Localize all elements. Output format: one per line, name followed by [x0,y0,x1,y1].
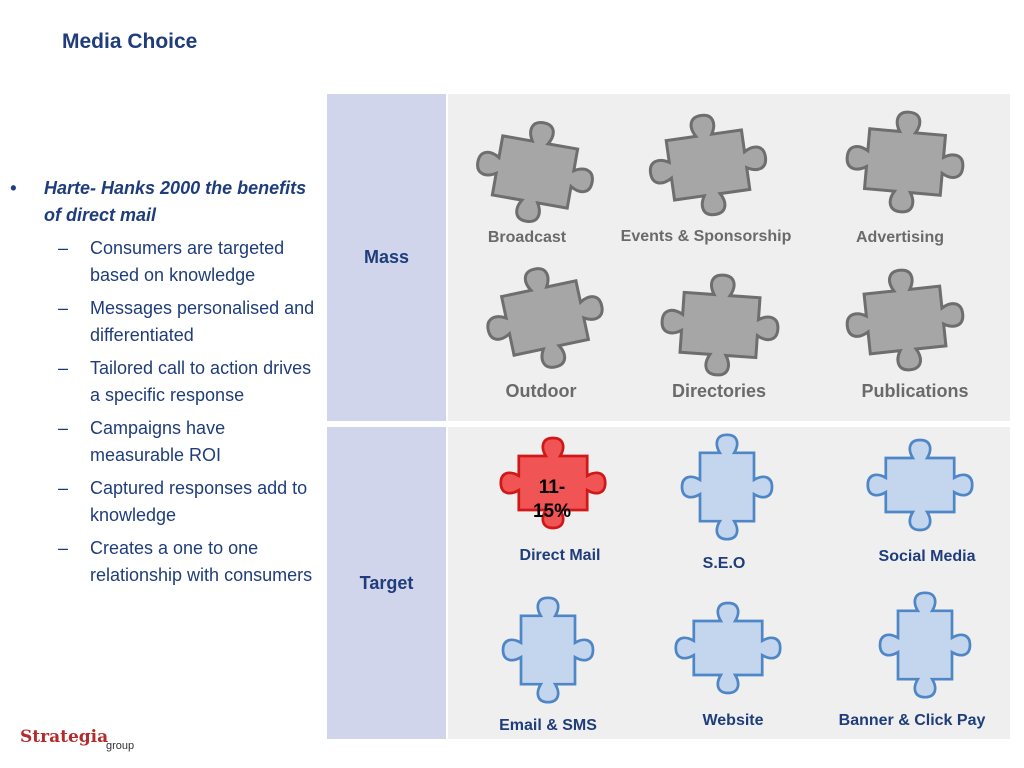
bullet-list: • Harte- Hanks 2000 the benefits of dire… [10,175,315,589]
puzzle-piece-icon [841,105,969,219]
target-item-label: Social Media [878,548,976,565]
mass-item-label: Broadcast [487,229,567,246]
mass-row-label: Mass [327,94,446,421]
strategia-logo: Strategia [20,727,109,747]
puzzle-piece-icon [680,433,774,541]
sub-bullet-text: Messages personalised and differentiated [90,298,315,345]
target-item-label: S.E.O [702,555,746,572]
sub-bullet-text: Creates a one to one relationship with c… [90,538,313,585]
sub-bullet-text: Tailored call to action drives a specifi… [90,358,312,405]
target-item-label: Website [702,712,764,729]
target-item-label: Email & SMS [499,717,597,734]
bullet-main-text: Harte- Hanks 2000 the benefits of direct… [44,178,307,225]
dash-icon: – [58,238,69,258]
target-item-label: Banner & Click Pay [838,712,986,729]
dash-icon: – [58,358,69,378]
dash-icon: – [58,538,69,558]
dash-icon: – [58,418,69,438]
sub-bullet-text: Campaigns have measurable ROI [90,418,226,465]
page-title: Media Choice [62,30,198,53]
mass-item-label: Directories [671,381,767,401]
target-item-label: Direct Mail [519,547,601,564]
puzzle-piece-icon [476,255,614,381]
bullet-dot: • [10,178,17,198]
puzzle-piece-icon [840,262,970,378]
direct-mail-percentage: 11- 15% [522,476,582,524]
pct-line-1: 11- [538,477,566,498]
puzzle-piece-icon [866,438,974,532]
bullet-main: • Harte- Hanks 2000 the benefits of dire… [10,175,315,229]
sub-bullet-3: – Tailored call to action drives a specif… [10,355,315,409]
mass-item-label: Events & Sponsorship [620,228,792,245]
sub-bullet-2: – Messages personalised and differentiate… [10,295,315,349]
mass-item-label: Publications [861,381,969,401]
puzzle-piece-icon [501,596,595,704]
mass-label-text: Mass [363,247,410,267]
sub-bullet-4: – Campaigns have measurable ROI [10,415,315,469]
mass-item-label: Advertising [855,229,945,246]
target-row-label: Target [327,427,446,739]
dash-icon: – [58,298,69,318]
sub-bullet-6: – Creates a one to one relationship with … [10,535,315,589]
sub-bullet-text: Consumers are targeted based on knowledg… [90,238,285,285]
puzzle-piece-icon [642,105,774,225]
sub-bullet-text: Captured responses add to knowledge [90,478,308,525]
puzzle-piece-icon [467,111,603,233]
sub-bullet-1: – Consumers are targeted based on knowled… [10,235,315,289]
dash-icon: – [58,478,69,498]
puzzle-piece-icon [657,269,783,381]
pct-line-2: 15% [532,501,572,522]
puzzle-piece-icon [674,601,782,695]
sub-bullet-5: – Captured responses add to knowledge [10,475,315,529]
strategia-logo-sub: group [106,740,135,752]
mass-item-label: Outdoor [505,381,577,401]
target-label-text: Target [359,572,414,593]
puzzle-piece-icon [878,591,972,699]
